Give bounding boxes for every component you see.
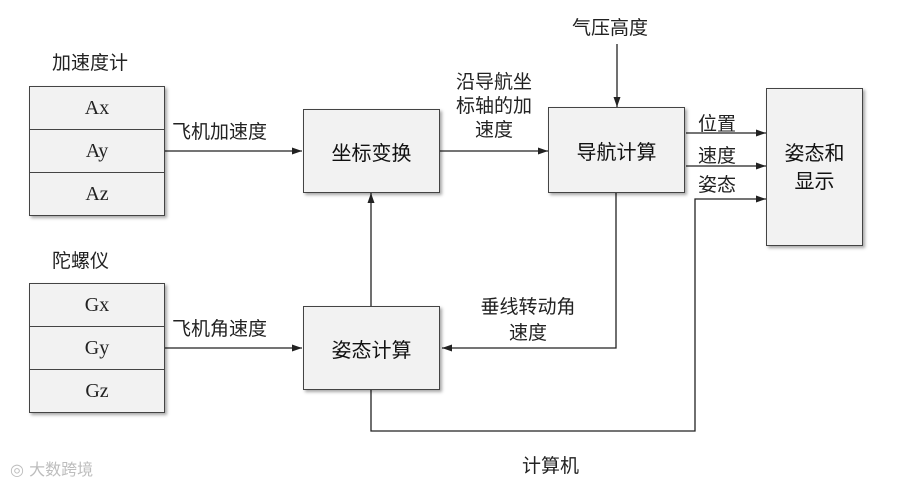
coord-transform-block: 坐标变换 xyxy=(303,109,440,193)
gyro-axis-z: Gz xyxy=(85,380,109,402)
accelerometer-block: Ax Ay Az xyxy=(29,86,165,216)
arrow-attitude-to-display xyxy=(370,195,766,432)
label-baro-altitude: 气压高度 xyxy=(572,17,649,39)
label-attitude: 姿态 xyxy=(698,174,737,196)
accelerometer-title: 加速度计 xyxy=(52,52,129,74)
accel-axis-x: Ax xyxy=(30,87,164,130)
watermark-text: 大数跨境 xyxy=(29,460,94,479)
accel-axis-y: Ay xyxy=(30,130,164,173)
watermark-logo-icon: ◎ xyxy=(10,460,24,479)
gyro-axis-y: Gy xyxy=(30,327,164,370)
gyro-axis-x: Gx xyxy=(30,284,164,327)
accel-axis-z: Az xyxy=(85,183,109,205)
arrow-nav-to-attitude xyxy=(442,193,617,352)
nav-calc-block: 导航计算 xyxy=(548,107,685,193)
label-velocity: 速度 xyxy=(698,145,737,167)
label-aircraft-angular-rate: 飞机角速度 xyxy=(172,318,268,340)
display-block: 姿态和 显示 xyxy=(766,88,863,246)
gyroscope-block: Gx Gy Gz xyxy=(29,283,165,413)
label-vertical-rotation-rate: 垂线转动角 速度 xyxy=(480,296,576,344)
label-aircraft-accel: 飞机加速度 xyxy=(172,121,268,143)
watermark: ◎ 大数跨境 xyxy=(10,456,93,480)
label-computer: 计算机 xyxy=(522,455,580,477)
label-position: 位置 xyxy=(698,113,737,135)
gyroscope-title: 陀螺仪 xyxy=(52,250,110,272)
attitude-calc-block: 姿态计算 xyxy=(303,306,440,390)
label-nav-axis-accel: 沿导航坐 标轴的加 速度 xyxy=(455,71,532,141)
